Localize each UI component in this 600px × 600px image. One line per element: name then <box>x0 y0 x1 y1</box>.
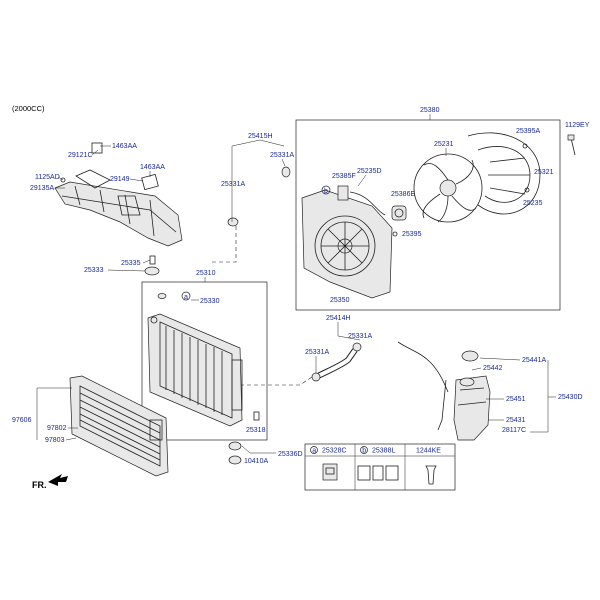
leader <box>36 387 72 420</box>
leader <box>337 322 361 341</box>
callout-circle-a <box>181 291 191 301</box>
mount-insulators <box>228 441 242 465</box>
label-25431: 25431 <box>506 417 526 424</box>
fan-assembly-box <box>295 119 561 311</box>
leader <box>142 259 151 264</box>
label-25331a-d: 25331A <box>305 349 329 356</box>
label-25395: 25395 <box>402 231 422 238</box>
label-25333: 25333 <box>84 267 104 274</box>
drain-cock <box>253 411 260 421</box>
legend-part-c: 1244KE <box>416 448 441 455</box>
label-25310: 25310 <box>196 270 216 277</box>
label-25331a-b: 25331A <box>221 181 245 188</box>
radiator-cap <box>157 293 167 299</box>
label-28117c: 28117C <box>502 427 526 434</box>
front-direction-label: FR. <box>32 480 47 490</box>
label-25235d: 25235D <box>357 168 382 175</box>
label-10410a: 10410A <box>244 458 268 465</box>
label-25331a-a: 25331A <box>270 152 294 159</box>
callout-a: a <box>184 294 188 301</box>
fan-motor <box>391 205 407 221</box>
engine-note: (2000CC) <box>12 104 45 113</box>
label-25231: 25231 <box>434 141 454 148</box>
label-25385f: 25385F <box>332 173 356 180</box>
label-25336d: 25336D <box>278 451 303 458</box>
reservoir-cap <box>461 350 479 362</box>
label-1125ad: 1125AD <box>35 174 60 181</box>
reservoir-tank <box>453 375 491 441</box>
label-25331a-c: 25331A <box>348 333 372 340</box>
label-25415h: 25415H <box>248 133 273 140</box>
front-arrow-icon <box>48 474 68 486</box>
resistor-connector <box>337 185 386 216</box>
label-97606: 97606 <box>12 417 32 424</box>
leader <box>281 158 286 167</box>
leader <box>241 445 276 454</box>
label-1463aa-a: 1463AA <box>112 143 137 150</box>
legend-table: a 25328C b 25388L 1244KE <box>304 443 456 491</box>
legend-part-a: 25328C <box>322 448 347 455</box>
label-25414h: 25414H <box>326 315 351 322</box>
dash-line <box>240 374 316 386</box>
label-29135a: 29135A <box>30 185 54 192</box>
leader <box>129 178 144 182</box>
label-25335: 25335 <box>121 260 141 267</box>
leader <box>57 176 64 181</box>
label-29149: 29149 <box>110 176 130 183</box>
label-25395a: 25395A <box>516 128 540 135</box>
leader <box>530 360 549 433</box>
label-25442: 25442 <box>483 365 503 372</box>
leader <box>479 357 521 361</box>
label-97803: 97803 <box>45 437 65 444</box>
reservoir-hose <box>397 341 449 431</box>
leader <box>471 367 482 371</box>
lower-hose <box>311 342 362 382</box>
radiator-box <box>141 281 268 441</box>
label-25386e: 25386E <box>391 191 415 198</box>
nut-25395 <box>392 231 398 237</box>
label-29121c: 29121C <box>68 152 93 159</box>
legend-callout-a: a <box>312 448 316 455</box>
label-25318: 25318 <box>246 427 266 434</box>
leader <box>91 149 99 156</box>
label-97802: 97802 <box>47 425 67 432</box>
label-25235: 25235 <box>523 200 543 207</box>
air-guide-assembly <box>54 142 183 247</box>
callout-b: b <box>324 188 328 195</box>
label-1463aa-b: 1463AA <box>140 164 165 171</box>
dash-line <box>210 226 237 263</box>
condenser <box>69 375 169 477</box>
label-25330: 25330 <box>200 298 220 305</box>
bolt-1129ey <box>567 134 576 156</box>
leader <box>357 174 367 187</box>
clip-25235 <box>524 187 530 193</box>
label-25430d: 25430D <box>558 394 583 401</box>
leader <box>65 437 77 441</box>
radiator-core <box>147 313 243 427</box>
label-25380: 25380 <box>420 107 440 114</box>
label-25321: 25321 <box>534 169 554 176</box>
label-1129ey: 1129EY <box>565 122 590 129</box>
fan-shroud <box>301 189 393 299</box>
legend-part-b: 25388L <box>372 448 395 455</box>
fan-blade <box>413 153 483 223</box>
legend-callout-b: b <box>362 448 366 455</box>
drain-plug <box>144 255 160 276</box>
label-25441a: 25441A <box>522 357 546 364</box>
upper-hose <box>227 166 291 227</box>
label-25350: 25350 <box>330 297 350 304</box>
leader <box>259 139 285 147</box>
leader <box>107 269 146 272</box>
leader <box>231 139 261 222</box>
fan-guard <box>467 132 541 215</box>
label-25451: 25451 <box>506 396 526 403</box>
callout-circle-b <box>321 185 331 195</box>
bolt-25395a <box>522 143 528 149</box>
